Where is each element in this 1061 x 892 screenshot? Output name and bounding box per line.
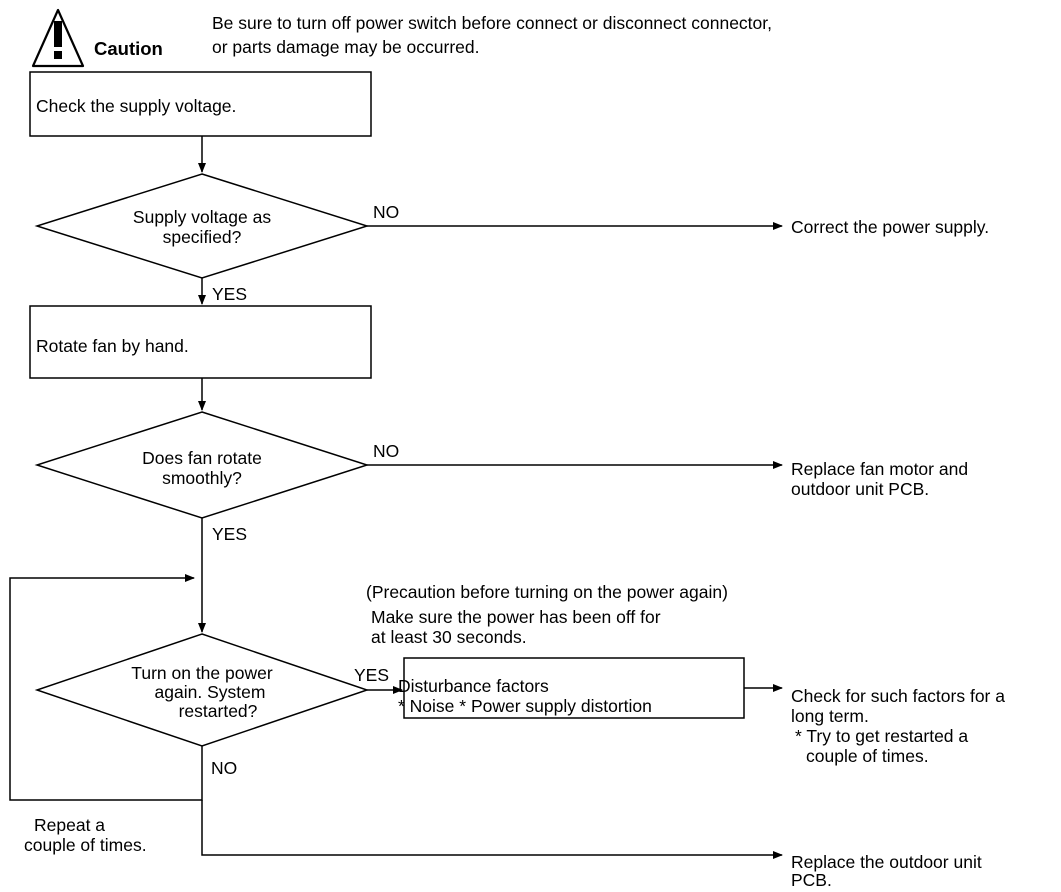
caution-text-line1: Be sure to turn off power switch before …: [212, 13, 772, 33]
voltage-question-line2: specified?: [162, 227, 242, 247]
check-voltage-box: [29, 71, 372, 137]
correct-power-text: Correct the power supply.: [791, 217, 990, 237]
warning-icon: [31, 8, 85, 68]
fan-question-line1: Does fan rotate: [142, 448, 262, 468]
disturbance-title: Disturbance factors: [398, 676, 549, 696]
yes-label: YES: [212, 284, 248, 304]
connector-line: [201, 800, 783, 859]
replace-fan-line2: outdoor unit PCB.: [791, 479, 930, 499]
caution-text-line2: or parts damage may be occurred.: [212, 37, 480, 57]
rotate-fan-text: Rotate fan by hand.: [36, 336, 189, 356]
fan-question-line2: smoothly?: [162, 468, 242, 488]
check-factors-line3: * Try to get restarted a: [795, 726, 969, 746]
restart-question-line2: again. System: [154, 682, 266, 702]
repeat-text-line2: couple of times.: [24, 835, 147, 855]
check-factors-line1: Check for such factors for a: [791, 686, 1005, 706]
replace-pcb-line1: Replace the outdoor unit: [791, 852, 982, 872]
voltage-question-line1: Supply voltage as: [132, 207, 272, 227]
precaution-text-line2: at least 30 seconds.: [371, 627, 527, 647]
yes-label: YES: [212, 524, 248, 544]
replace-fan-line1: Replace fan motor and: [791, 459, 969, 479]
precaution-text-line1: Make sure the power has been off for: [371, 607, 661, 627]
no-label: NO: [211, 758, 238, 778]
disturbance-factors-box: [403, 657, 745, 719]
repeat-loop-line: [9, 574, 203, 801]
no-label: NO: [373, 441, 400, 461]
replace-pcb-line2: PCB.: [791, 870, 832, 890]
rotate-fan-box: [29, 305, 372, 379]
check-factors-line2: long term.: [791, 706, 869, 726]
check-factors-line4: couple of times.: [806, 746, 929, 766]
check-voltage-text: Check the supply voltage.: [36, 96, 237, 116]
yes-label: YES: [354, 665, 390, 685]
repeat-text-line1: Repeat a: [34, 815, 106, 835]
caution-label: Caution: [94, 38, 163, 59]
precaution-title: (Precaution before turning on the power …: [366, 582, 728, 602]
disturbance-items: * Noise * Power supply distortion: [398, 696, 652, 716]
restart-question-line3: restarted?: [178, 701, 258, 721]
no-label: NO: [373, 202, 400, 222]
restart-question-line1: Turn on the power: [131, 663, 273, 683]
